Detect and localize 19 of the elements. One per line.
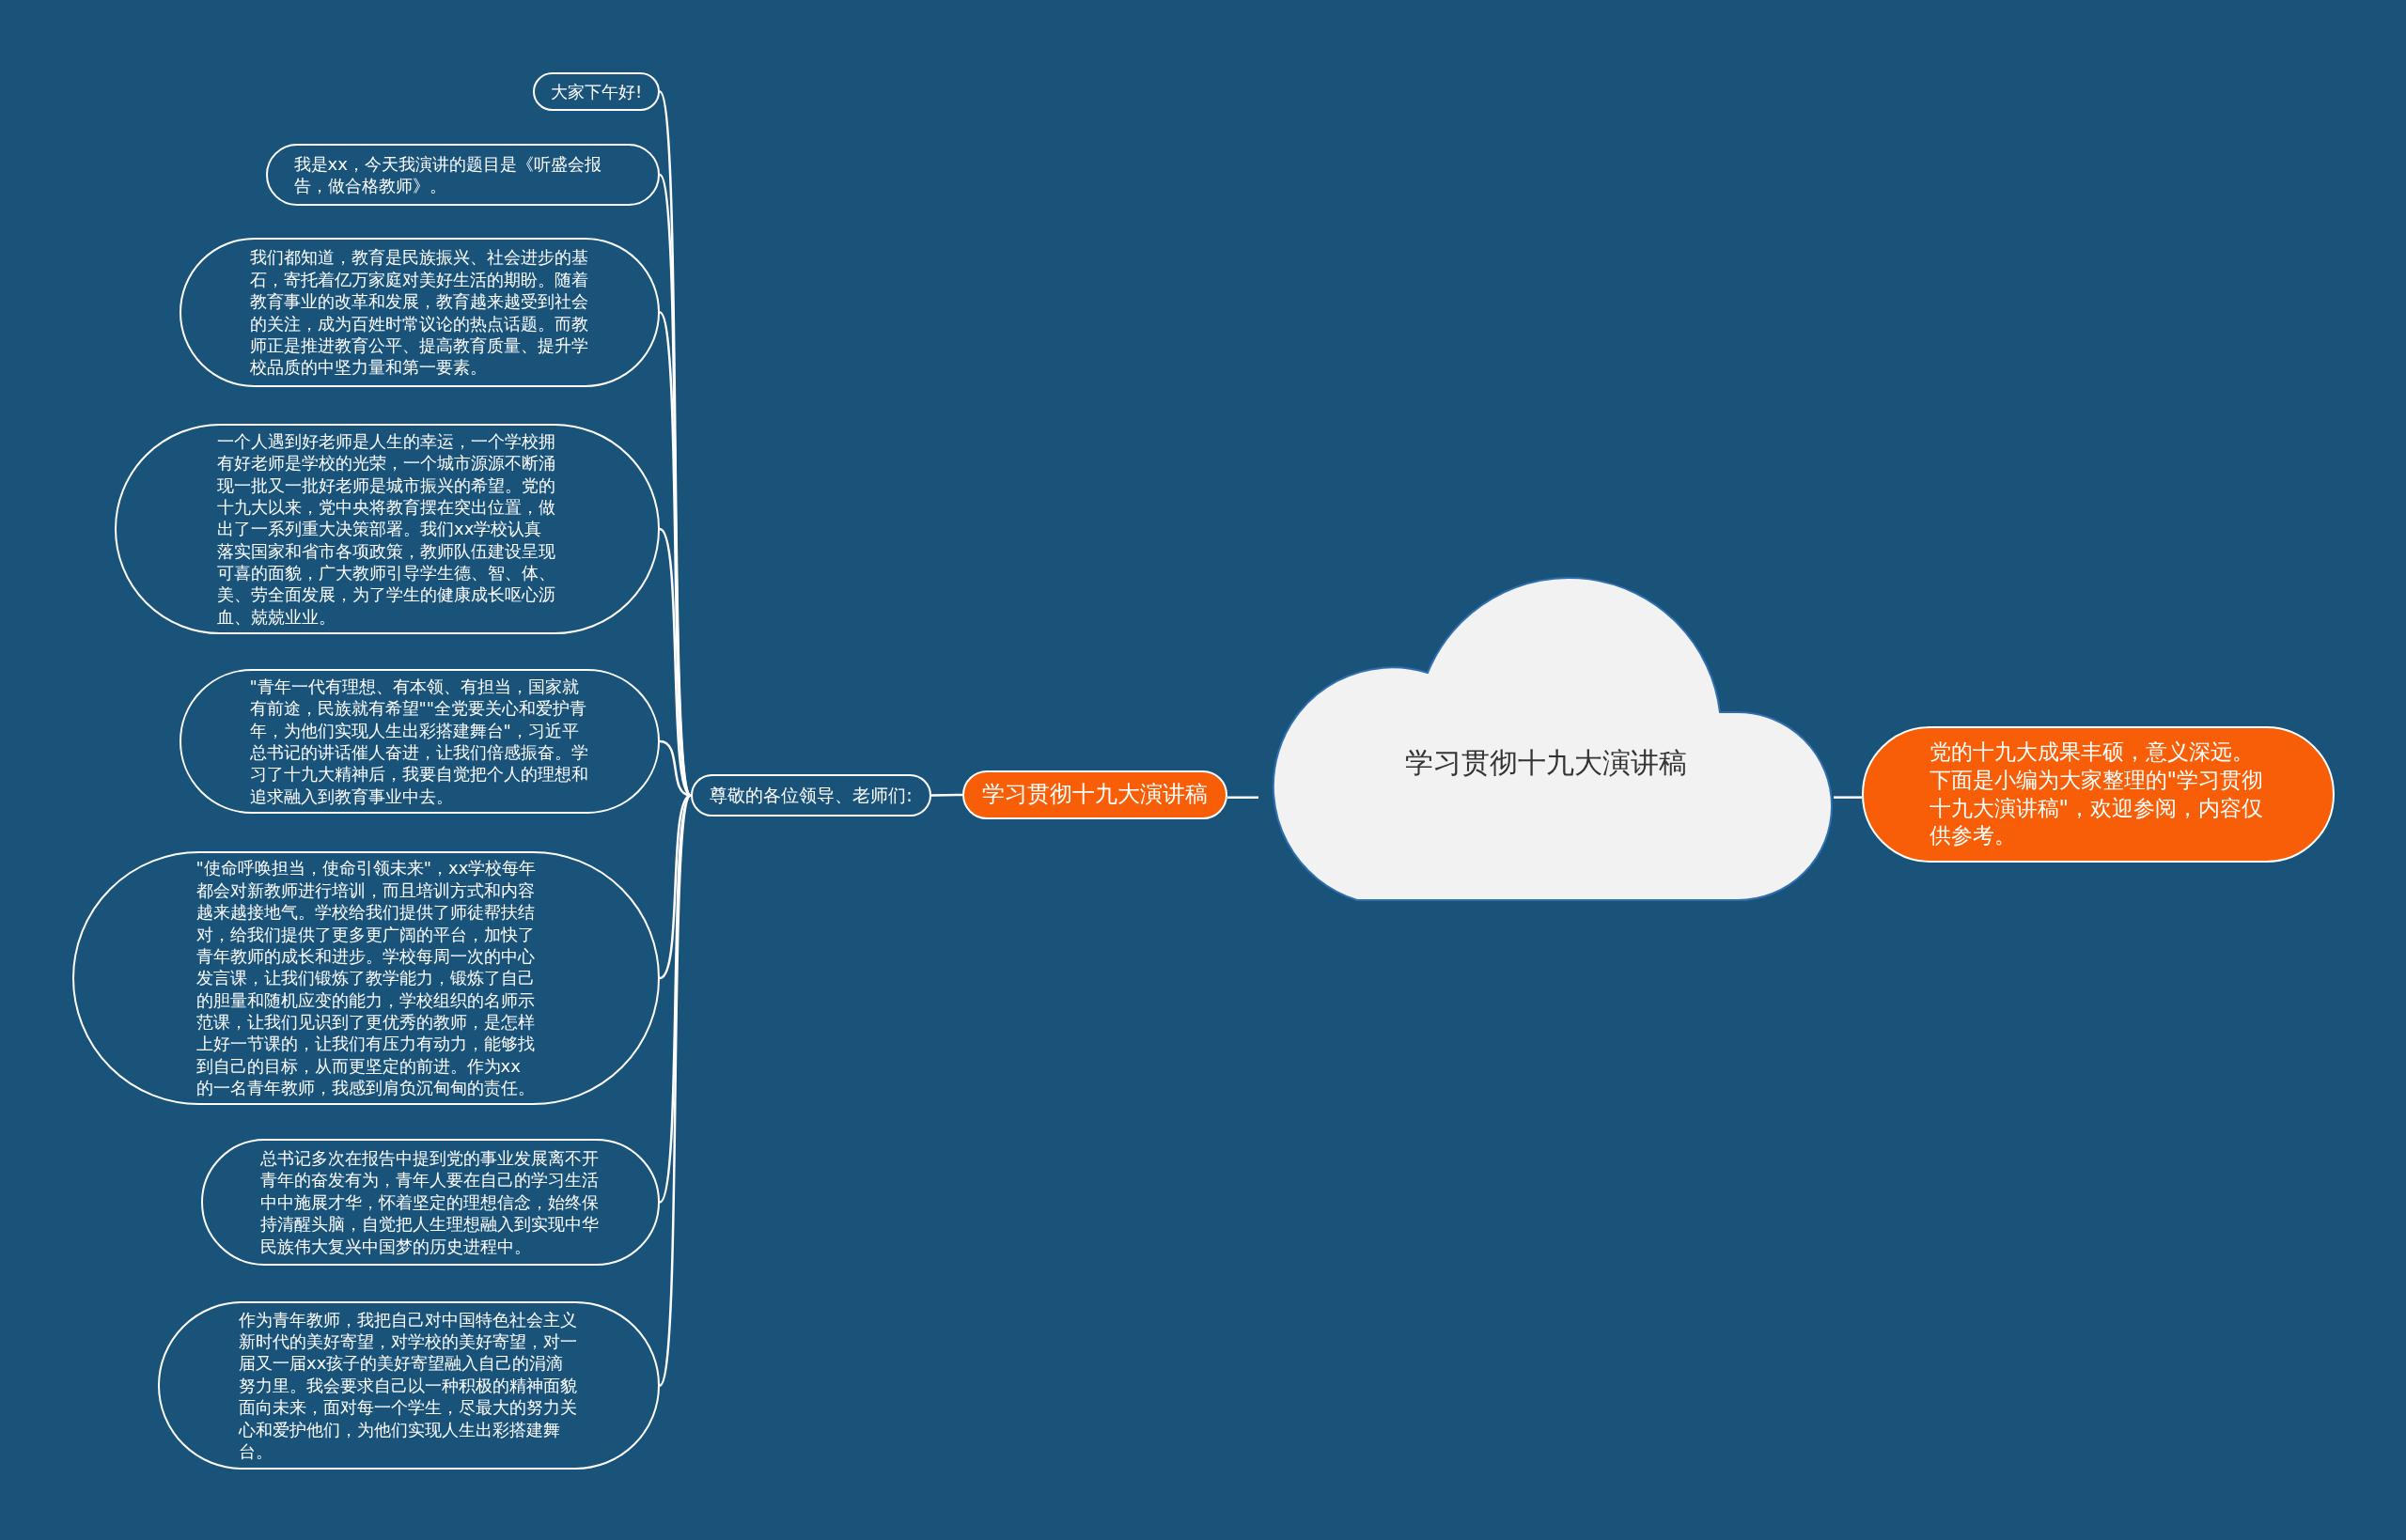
topic-text: "青年一代有理想、有本领、有担当，国家就有前途，民族就有希望""全党要关心和爱护青年，为他们实现人生出彩搭建舞台"，习近平总书记的讲话催人奋进，让我们倍感振奋。学习了十九大精神后，我要自觉把个人的理想和追求融入到教育事业中去。 [249,675,589,808]
topic-box [533,72,660,111]
connector-line [1227,796,1258,799]
topic-text: 作为青年教师，我把自己对中国特色社会主义新时代的美好寄望，对学校的美好寄望，对一届又一届xx孩子的美好寄望融入自己的涓滴努力里。我会要求自己以一种积极的精神面貌面向未来，面对每一个学生，尽最大的努力关心和爱护他们，为他们实现人生出彩搭建舞台。 [239,1308,578,1463]
topic-text: 学习贯彻十九大演讲稿 [982,780,1208,810]
topic-text: 党的十九大成果丰硕，意义深远。下面是小编为大家整理的"学习贯彻十九大演讲稿"，欢迎参阅，内容仅供参考。 [1929,738,2265,850]
connector-line [1834,796,1862,799]
connector-line [931,793,962,797]
topic-text: 我是xx，今天我演讲的题目是《听盛会报告，做合格教师》。 [293,152,602,197]
connector-line [658,795,693,1386]
topic-text: 一个人遇到好老师是人生的幸运，一个学校拥有好老师是学校的光荣，一个城市源源不断涌现一批又一批好老师是城市振兴的希望。党的十九大以来，党中央将教育摆在突出位置，做出了一系列重大决策部署。我们xx学校认真落实国家和省市各项政策，教师队伍建设呈现可喜的面貌，广大教师引导学生德、智、体、美、劳全面发展，为了学生的健康成长呕心沥血、兢兢业业。 [217,429,556,629]
topic-text: 我们都知道，教育是民族振兴、社会进步的基石，寄托着亿万家庭对美好生活的期盼。随着教育事业的改革和发展，教育越来越受到社会的关注，成为百姓时常议论的热点话题。而教师正是推进教育公平、提高教育质量、提升学校品质的中坚力量和第一要素。 [249,246,589,379]
topic-box [962,770,1227,819]
topic-text: 大家下午好! [550,80,643,103]
topic-text: 尊敬的各位领导、老师们: [710,784,913,807]
topic-text: 学习贯彻十九大演讲稿 [1405,744,1687,781]
topic-text: 总书记多次在报告中提到党的事业发展离不开青年的奋发有为，青年人要在自己的学习生活中中施展才华，怀着坚定的理想信念，始终保持清醒头脑，自觉把人生理想融入到实现中华民族伟大复兴中国梦的历史进程中。 [260,1147,600,1257]
topic-text: "使命呼唤担当，使命引领未来"，xx学校每年都会对新教师进行培训，而且培训方式和内容越来越接地气。学校给我们提供了师徒帮扶结对，给我们提供了更多更广阔的平台，加快了青年教师的成长和进步。学校每周一次的中心发言课，让我们锻炼了教学能力，锻炼了自己的胆量和随机应变的能力，学校组织的名师示范课，让我们见识到了更优秀的教师，是怎样上好一节课的，让我们有压力有动力，能够找到自己的目标，从而更坚定的前进。作为xx的一名青年教师，我感到肩负沉甸甸的责任。 [195,857,537,1099]
topic-box [691,774,931,817]
